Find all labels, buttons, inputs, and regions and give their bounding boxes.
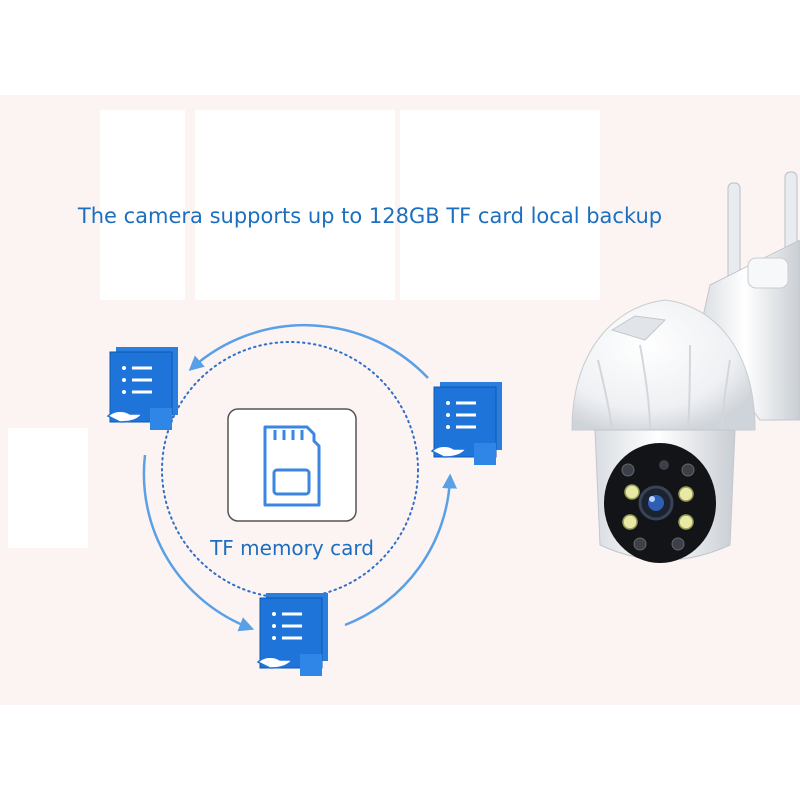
ptz-dome-camera-icon: [571, 171, 800, 563]
white-led: [624, 484, 640, 500]
ir-led: [659, 460, 669, 470]
tf-card-box: [227, 408, 357, 522]
blank-block: [195, 110, 395, 300]
blank-block: [100, 110, 185, 300]
sd-card-icon: [263, 425, 321, 507]
cycle-arrow-left: [142, 454, 255, 632]
headline: The camera supports up to 128GB TF card …: [77, 204, 663, 228]
cycle-arrow-right: [344, 473, 458, 627]
document-with-hand-icon: [256, 593, 328, 676]
ir-led: [633, 537, 647, 551]
ir-led: [671, 537, 685, 551]
document-with-hand-icon: [430, 382, 502, 465]
white-led: [678, 486, 694, 502]
cycle-arrow-top: [188, 323, 429, 379]
ir-led: [621, 463, 635, 477]
ir-led: [681, 463, 695, 477]
dotted-circle: [161, 341, 419, 599]
blank-block: [8, 428, 88, 548]
tf-card-label: TF memory card: [209, 536, 374, 560]
blank-block: [400, 110, 600, 300]
document-with-hand-icon: [106, 347, 178, 430]
white-led: [678, 514, 694, 530]
white-led: [622, 514, 638, 530]
